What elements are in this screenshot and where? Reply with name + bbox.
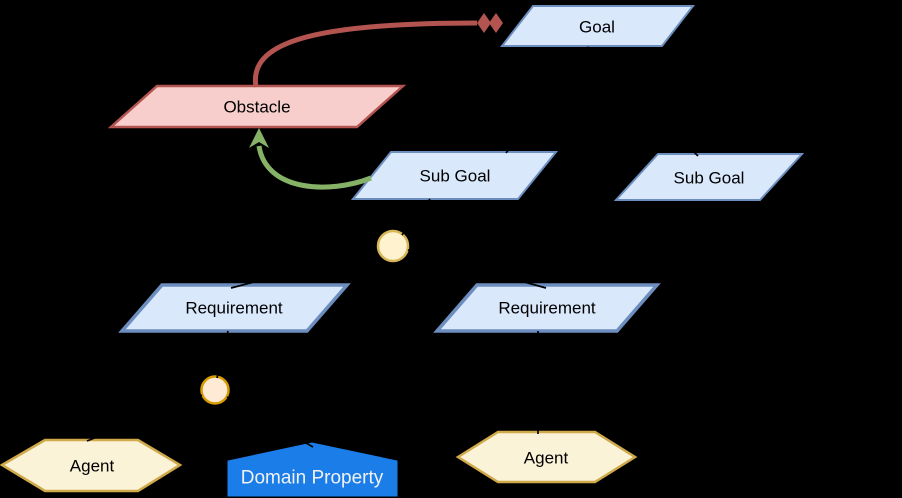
node-subgoal-left[interactable] [350, 151, 559, 200]
node-goal-label: Goal [579, 18, 615, 37]
refinement-line-requirement-circle [216, 330, 229, 379]
node-domain-property-label: Domain Property [241, 468, 384, 489]
node-requirement-right[interactable] [433, 283, 661, 333]
refinement-lines [86, 46, 699, 448]
node-requirement-left[interactable] [118, 283, 351, 333]
refinement-node-lower[interactable] [200, 375, 230, 405]
node-subgoal-right-label: Sub Goal [674, 169, 745, 188]
refinement-line-circle-requirement-left [230, 249, 378, 289]
refinement-line-circle-requirement-right [407, 249, 547, 289]
obstruction-double-diamond-marker-1 [477, 13, 491, 33]
refinement-line-circle-agent-left [86, 394, 203, 442]
refinement-node-upper[interactable] [376, 229, 410, 263]
node-obstacle-label: Obstacle [223, 98, 290, 117]
refinement-line-circle-domain-property [226, 396, 314, 448]
node-goal[interactable] [499, 5, 696, 47]
resolution-arrowhead [249, 128, 269, 148]
node-requirement-right-label: Requirement [498, 299, 596, 318]
obstruction-double-diamond-marker-2 [489, 13, 503, 33]
node-obstacle[interactable] [107, 84, 407, 129]
node-agent-left[interactable] [0, 438, 183, 493]
node-agent-right[interactable] [455, 430, 638, 484]
obstruction-edge [252, 20, 478, 88]
resolution-edge [256, 145, 372, 190]
node-requirement-left-label: Requirement [185, 299, 283, 318]
node-subgoal-left-label: Sub Goal [420, 167, 491, 186]
node-subgoal-right[interactable] [613, 153, 805, 201]
node-domain-property[interactable] [227, 442, 398, 497]
refinement-line-goal-subgoal-right [587, 46, 699, 157]
node-agent-right-label: Agent [524, 449, 569, 468]
refinement-line-goal-subgoal-left [505, 46, 589, 154]
refinement-line-subgoal-circle [401, 198, 431, 236]
node-agent-left-label: Agent [70, 457, 115, 476]
